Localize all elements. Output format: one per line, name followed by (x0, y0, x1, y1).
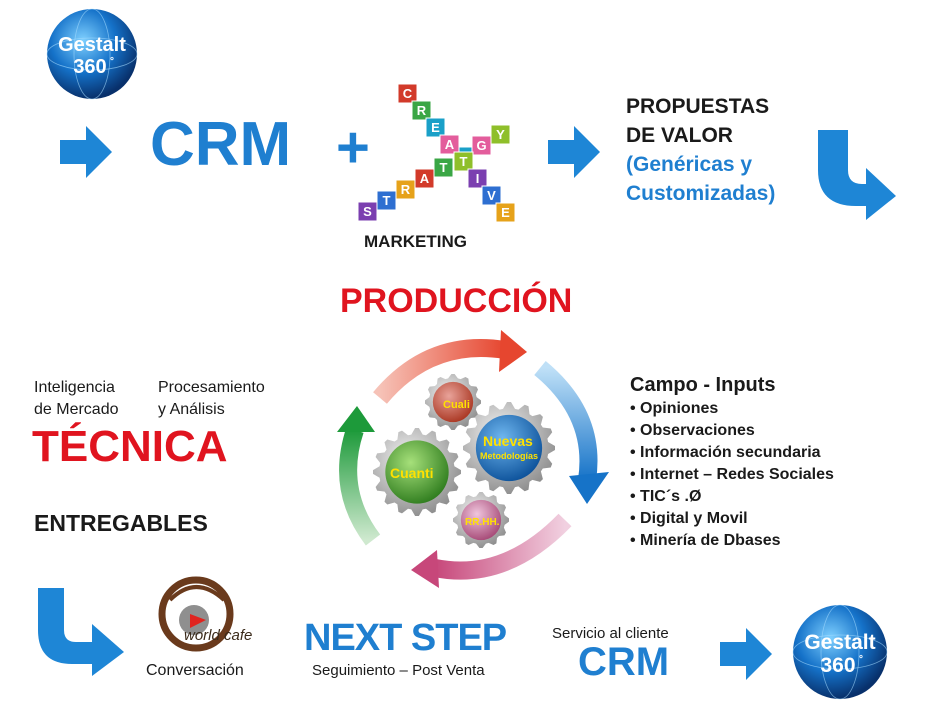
svg-text:S: S (363, 204, 372, 219)
letter-cube-v-0: C (397, 83, 418, 104)
seguimiento-label: Seguimiento – Post Venta (312, 662, 485, 679)
logo-bottom-line1: Gestalt (804, 631, 875, 654)
propuestas-line4: Customizadas) (626, 182, 776, 205)
svg-text:T: T (460, 154, 468, 169)
entregables-title: ENTREGABLES (34, 510, 208, 536)
logo-bottom-degree: ° (859, 654, 863, 665)
list-item: Opiniones (630, 398, 834, 420)
logo-line2: 360 (73, 56, 106, 78)
letter-cube-h-3: A (414, 168, 435, 189)
propuestas-line1: PROPUESTAS (626, 95, 770, 118)
propuestas-line3: (Genéricas y (626, 153, 753, 176)
gears-cycle: Cuali Nuevas Metodologías Cuanti RR.HH. (325, 320, 615, 590)
gear-cuanti-label: Cuanti (390, 465, 434, 481)
svg-text:Y: Y (496, 127, 505, 142)
propuestas-line2: DE VALOR (626, 124, 733, 147)
gestalt-logo-bottom: Gestalt 360 ° (790, 602, 890, 702)
inteligencia-label: Inteligencia de Mercado (34, 377, 119, 421)
list-item: TIC´s .Ø (630, 486, 834, 508)
world-cafe-text: world cafe (184, 627, 252, 644)
arrow-right-icon (718, 626, 774, 687)
letter-cube-v-2: E (425, 117, 446, 138)
gear-nuevas-icon (463, 402, 555, 494)
produccion-title: PRODUCCIÓN (340, 282, 573, 320)
svg-text:R: R (417, 103, 427, 118)
crm-title: CRM (150, 110, 292, 179)
logo-degree: ° (110, 56, 114, 67)
gear-rrhh-icon (453, 492, 509, 548)
gear-nuevas-label: Nuevas (483, 433, 533, 449)
svg-text:G: G (476, 138, 486, 153)
gear-cuanti-icon (373, 428, 461, 516)
svg-text:C: C (403, 86, 413, 101)
letter-cube-h-4: T (433, 157, 454, 178)
svg-text:A: A (420, 171, 430, 186)
gear-rrhh-label: RR.HH. (465, 517, 500, 528)
list-item: Observaciones (630, 420, 834, 442)
list-item: Internet – Redes Sociales (630, 464, 834, 486)
world-cafe-logo: world cafe (150, 570, 280, 660)
list-item: Información secundaria (630, 442, 834, 464)
curved-right-arrow-icon (36, 586, 126, 681)
campo-title: Campo - Inputs (630, 374, 776, 396)
next-step-title: NEXT STEP (304, 617, 507, 659)
letter-cube-h-6: G (471, 135, 492, 156)
campo-list: Opiniones Observaciones Información secu… (630, 398, 834, 552)
gear-metodologias-label: Metodologías (480, 451, 538, 461)
marketing-label: MARKETING (364, 232, 467, 251)
inteligencia-line2: de Mercado (34, 401, 119, 418)
letter-cube-h-2: R (395, 179, 416, 200)
letter-cube-v-6: V (481, 185, 502, 206)
letter-cube-v-3: A (439, 134, 460, 155)
procesamiento-label: Procesamiento y Análisis (158, 377, 265, 421)
logo-bottom-line2: 360 (820, 654, 855, 677)
procesamiento-line2: y Análisis (158, 401, 225, 418)
tecnica-title: TÉCNICA (32, 422, 228, 471)
arrow-right-icon (546, 124, 602, 185)
propuestas-block: PROPUESTAS DE VALOR (Genéricas y Customi… (626, 92, 775, 208)
gear-cuali-icon (425, 374, 481, 430)
svg-text:V: V (487, 188, 496, 203)
svg-text:E: E (501, 205, 510, 220)
gear-cuali-label: Cuali (443, 399, 470, 411)
conversacion-label: Conversación (146, 662, 244, 679)
letter-cube-h-1: T (376, 190, 397, 211)
svg-text:E: E (431, 120, 440, 135)
bottom-crm-title: CRM (578, 640, 670, 684)
letter-cube-v-1: R (411, 100, 432, 121)
campo-inputs: Campo - Inputs Opiniones Observaciones I… (630, 372, 834, 552)
plus-sign: + (336, 115, 370, 180)
inteligencia-line1: Inteligencia (34, 379, 115, 396)
svg-text:A: A (445, 137, 455, 152)
letter-cube-v-5: I (467, 168, 488, 189)
letter-cube-h-0: S (357, 201, 378, 222)
curved-down-arrow-icon (816, 128, 900, 225)
creative-strategy-cross: STRATEGYCREATIVE (350, 80, 530, 240)
svg-text:I: I (476, 171, 480, 186)
servicio-label: Servicio al cliente (552, 625, 669, 642)
gestalt-logo-top: Gestalt 360 ° (44, 6, 140, 102)
procesamiento-line1: Procesamiento (158, 379, 265, 396)
logo-line1: Gestalt (58, 34, 126, 56)
letter-cube-v-7: E (495, 202, 516, 223)
arrow-right-icon (58, 124, 114, 185)
letter-cube-h-7: Y (490, 124, 511, 145)
list-item: Minería de Dbases (630, 530, 834, 552)
letter-cube-v-4: T (453, 151, 474, 172)
svg-text:T: T (440, 160, 448, 175)
list-item: Digital y Movil (630, 508, 834, 530)
svg-text:R: R (401, 182, 411, 197)
svg-text:T: T (383, 193, 391, 208)
